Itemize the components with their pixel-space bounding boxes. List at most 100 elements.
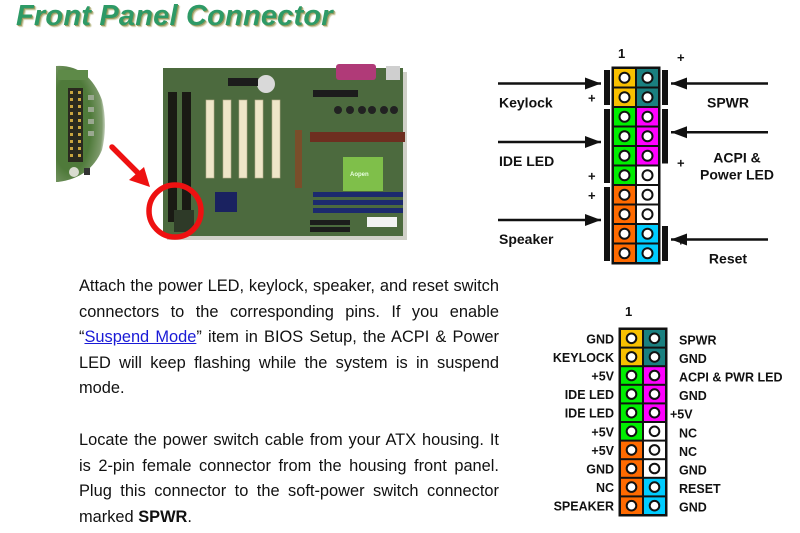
right-arrow-arrowhead-icon [671, 233, 687, 246]
pin-hole-icon [625, 462, 638, 475]
pin-hole-icon [618, 208, 631, 221]
pin-hole-icon [641, 91, 654, 104]
pin-hole-icon [625, 444, 638, 456]
pin-right-signal: GND [679, 389, 707, 403]
pin-header-closeup [68, 88, 83, 162]
pin-hole-icon [618, 247, 631, 260]
plus-sign: + [588, 90, 596, 105]
pin-hole-icon [625, 481, 638, 493]
pin-hole-icon [618, 91, 631, 104]
pin-left-signal: IDE LED [565, 388, 614, 402]
p2-text-after-bold: . [187, 507, 192, 526]
pin-left-signal: +5V [591, 370, 614, 384]
left-arrow-arrowhead-icon [585, 77, 601, 90]
left-label: Speaker [499, 231, 554, 247]
svg-text:Aopen: Aopen [350, 172, 369, 178]
right-label: SPWR [707, 95, 749, 111]
right-label-line: Power LED [700, 166, 774, 182]
pin-left-signal: +5V [591, 444, 614, 458]
pin-right-signal: ACPI & PWR LED [679, 371, 782, 385]
plus-sign: + [677, 156, 685, 171]
right-label-line: ACPI & [713, 149, 760, 165]
right-bracket [662, 70, 668, 105]
pin-hole-icon [648, 462, 661, 475]
pin-right-signal: SPWR [679, 333, 717, 347]
pin-hole-icon [618, 110, 631, 123]
pin-hole-icon [625, 499, 638, 512]
pin-hole-icon [618, 71, 631, 84]
plus-sign: + [588, 168, 596, 183]
pin-right-signal: NC [679, 426, 697, 440]
pin-hole-icon [641, 149, 654, 162]
pin-hole-icon [641, 130, 654, 143]
left-bracket [604, 187, 610, 261]
pin-hole-icon [641, 169, 654, 182]
pin-hole-icon [648, 444, 661, 456]
pin-left-signal: KEYLOCK [553, 351, 614, 365]
pin-hole-icon [618, 149, 631, 162]
right-bracket [662, 226, 668, 261]
pin-left-signal: +5V [591, 425, 614, 439]
pin-hole-icon [625, 332, 638, 345]
pin-hole-icon [641, 110, 654, 123]
pin-hole-icon [648, 499, 661, 512]
p1-text-after-link: ” item in BIOS Setup, the ACPI & Power L… [79, 328, 499, 397]
pin-hole-icon [625, 369, 638, 382]
pin-left-signal: GND [586, 332, 614, 346]
pin-hole-icon [618, 169, 631, 182]
header-closeup-photo [56, 65, 105, 182]
left-bracket [604, 70, 610, 105]
pin-hole-icon [641, 71, 654, 84]
pin1-marker: 1 [618, 46, 625, 61]
pin-hole-icon [648, 351, 661, 363]
pin-hole-icon [648, 406, 661, 419]
suspend-mode-link[interactable]: Suspend Mode [84, 328, 197, 346]
instructions-paragraph-1: Attach the power LED, keylock, speaker, … [79, 274, 499, 402]
pin-hole-icon [625, 425, 638, 438]
left-label: Keylock [499, 95, 553, 111]
page-title: Front Panel Connector [16, 0, 333, 32]
red-arrow-icon [109, 144, 150, 187]
left-arrow-arrowhead-icon [585, 214, 601, 226]
left-bracket [604, 109, 610, 183]
pin-hole-icon [618, 130, 631, 143]
pin1-marker: 1 [625, 304, 632, 319]
pin-hole-icon [625, 351, 638, 363]
pin-hole-icon [648, 369, 661, 382]
highlight-overlay [109, 144, 204, 240]
pin-left-signal: GND [586, 463, 614, 477]
pin-hole-icon [625, 406, 638, 419]
p1-text-before-link: Attach the power LED, keylock, speaker, … [79, 277, 499, 346]
pin-right-signal: +5V [670, 408, 693, 422]
pin-hole-icon [625, 388, 638, 400]
pin-hole-icon [648, 332, 661, 345]
pin-hole-icon [641, 208, 654, 221]
right-arrow-arrowhead-icon [671, 126, 687, 139]
pin-hole-icon [648, 425, 661, 438]
pin-right-signal: RESET [679, 482, 721, 496]
right-arrow-arrowhead-icon [671, 77, 687, 90]
highlight-circle-icon [146, 182, 204, 240]
pin-hole-icon [618, 227, 631, 240]
instructions-paragraph-2: Locate the power switch cable from your … [79, 428, 499, 530]
plus-sign: + [677, 234, 685, 249]
pin-hole-icon [648, 388, 661, 400]
pin-right-signal: GND [679, 464, 707, 478]
left-arrow-arrowhead-icon [585, 136, 601, 148]
pin-left-signal: IDE LED [565, 407, 614, 421]
pin-right-signal: GND [679, 501, 707, 515]
pin-hole-icon [648, 481, 661, 493]
right-bracket [662, 109, 668, 164]
pin-hole-icon [641, 227, 654, 240]
right-label: Reset [709, 251, 747, 267]
pin-hole-icon [641, 188, 654, 201]
left-label: IDE LED [499, 153, 554, 169]
pin-right-signal: GND [679, 352, 707, 366]
pin-hole-icon [618, 188, 631, 201]
pin-right-signal: NC [679, 445, 697, 459]
plus-sign: + [677, 50, 685, 65]
pin-hole-icon [641, 247, 654, 260]
p2-text-before-bold: Locate the power switch cable from your … [79, 431, 499, 526]
